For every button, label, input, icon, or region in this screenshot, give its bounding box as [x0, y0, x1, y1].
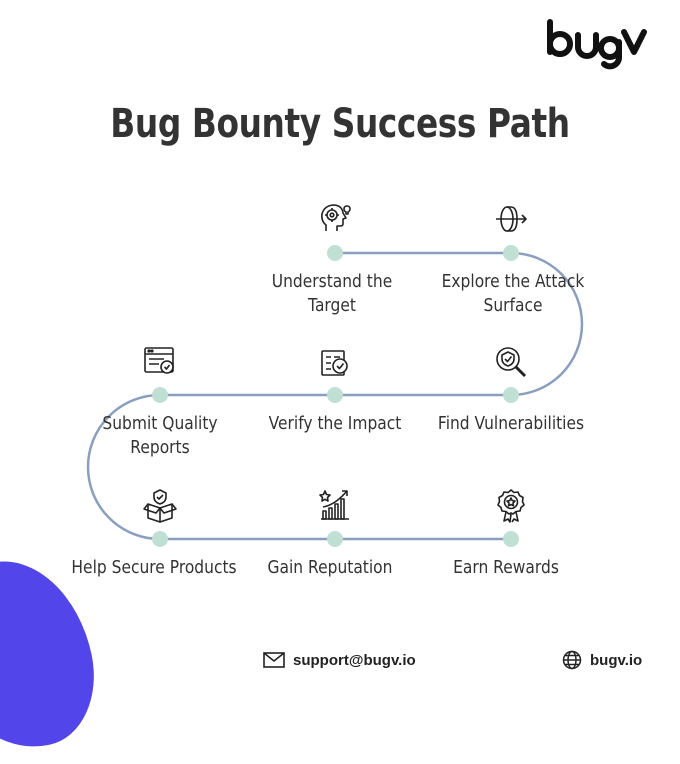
step-node [327, 531, 343, 547]
footer-email-text: support@bugv.io [293, 651, 416, 669]
footer-website[interactable]: bugv.io [562, 650, 642, 670]
head-gear-bulb-icon [317, 201, 353, 237]
checklist-icon [317, 345, 353, 381]
mail-icon [263, 652, 285, 668]
award-badge-icon [493, 488, 529, 524]
step-label: Gain Reputation [267, 557, 393, 578]
growth-chart-star-icon [317, 487, 353, 523]
secure-box-icon [142, 488, 178, 524]
step-label: Verify the Impact [268, 413, 402, 434]
step-label: Understand the Target [271, 271, 393, 316]
step-node [152, 387, 168, 403]
footer-website-text: bugv.io [590, 651, 643, 669]
step-label: Earn Rewards [453, 557, 559, 578]
bugv-logo: bugv [547, 19, 647, 70]
step-label: Explore the Attack Surface [441, 271, 585, 316]
browser-report-icon [142, 343, 178, 379]
magnifier-bug-icon [493, 344, 529, 380]
step-node [327, 387, 343, 403]
step-label: Submit Quality Reports [102, 413, 218, 458]
step-node [152, 531, 168, 547]
footer-email[interactable]: support@bugv.io [263, 650, 416, 670]
globe-icon [562, 650, 582, 670]
step-node [503, 245, 519, 261]
page-title: Bug Bounty Success Path [110, 101, 570, 147]
step-label: Find Vulnerabilities [437, 413, 585, 434]
step-node [503, 531, 519, 547]
step-label: Help Secure Products [71, 557, 237, 578]
step-node [327, 245, 343, 261]
shield-arrow-icon [493, 201, 529, 237]
step-node [503, 387, 519, 403]
